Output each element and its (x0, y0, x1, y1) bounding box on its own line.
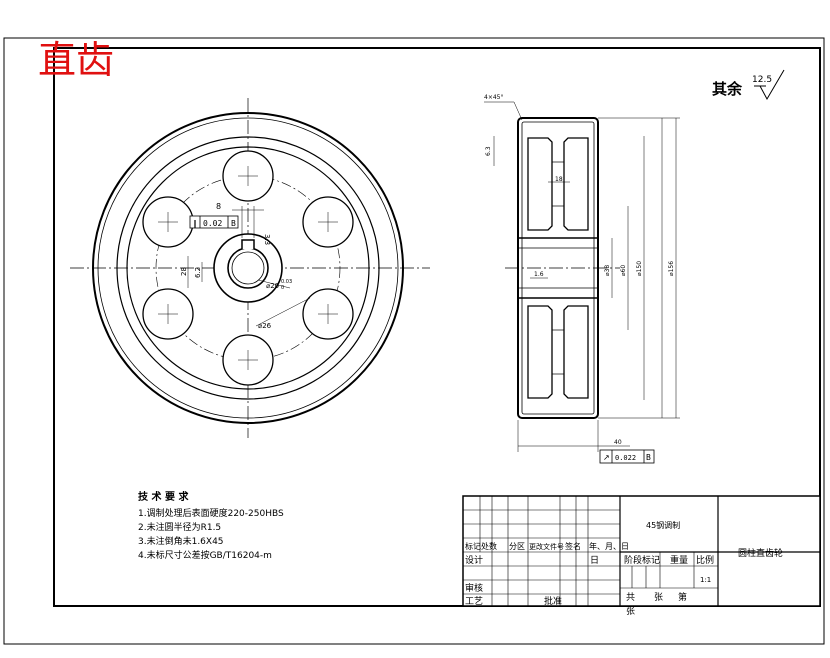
row-extra: 日 (590, 555, 599, 566)
runout-tolerance-frame: ↗ 0.022 B (599, 449, 655, 464)
keyway (241, 239, 255, 249)
sheet-label: 共 (626, 592, 635, 603)
dim-web: 18 (555, 176, 563, 183)
dim-width: 40 (614, 439, 622, 446)
right-label: 重量 (670, 554, 688, 566)
dim-d3: ⌀150 (636, 261, 643, 276)
hdr-col: 标记 (465, 541, 481, 551)
hdr-col: 处数 (481, 541, 497, 551)
dim-bore: ⌀20 (266, 282, 279, 290)
material: 45钢调制 (646, 520, 680, 530)
tech-item: 4.未标尺寸公差按GB/T16204-m (138, 549, 272, 561)
tech-heading: 技 术 要 求 (138, 490, 189, 503)
hdr-col: 签名 (565, 541, 581, 551)
dim-hole-circle: ⌀26 (258, 322, 272, 330)
hdr-col: 分区 (509, 542, 525, 551)
row-extra: 批准 (544, 595, 562, 607)
sheet-label: 张 (626, 606, 635, 617)
dim-d1: ⌀38 (604, 265, 611, 276)
dim-hub-y: 28 (180, 267, 188, 276)
dim-keyway-depth: 3.3 (263, 234, 271, 245)
tech-item: 1.调制处理后表面硬度220-250HBS (138, 507, 284, 519)
right-label: 比例 (696, 554, 714, 566)
roughness-value: 12.5 (752, 75, 772, 85)
surface-roughness-note: 其余 12.5 (712, 69, 785, 101)
sheet-label: 第 (678, 591, 687, 603)
hdr-col: 更改文件号 (529, 542, 564, 551)
title-block: 45钢调制 圆柱直齿轮 标记 处数 分区 更改文件号 签名 年、月、日 设计 审… (462, 495, 821, 617)
surface-note-label: 其余 (712, 80, 743, 98)
tol-datum: B (231, 219, 236, 228)
dim-bore-tol: 0.03 (281, 279, 292, 285)
dim-chamfer-center: 1.6 (534, 271, 544, 278)
outer-frame (3, 37, 825, 645)
tol-runout-datum: B (646, 453, 651, 462)
dim-d2: ⌀60 (620, 265, 627, 276)
dim-keyway-width: 8 (216, 202, 221, 211)
dim-d4: ⌀156 (668, 261, 675, 276)
runout-icon: ↗ (603, 453, 610, 462)
dim-rim: 6.3 (485, 146, 492, 156)
roughness-symbol-icon (759, 69, 785, 101)
row-label: 审核 (465, 582, 483, 594)
tol-runout-value: 0.022 (615, 454, 636, 462)
outer-rim-circle (92, 112, 404, 424)
row-label: 设计 (465, 554, 483, 566)
title-stamp: 直齿 (38, 38, 114, 82)
tech-requirements: 技 术 要 求 1.调制处理后表面硬度220-250HBS 2.未注圆半径为R1… (138, 490, 284, 561)
side-view: 18 4×45° 6.3 1.6 ⌀38 ⌀60 ⌀150 ⌀156 40 (484, 94, 680, 464)
row-label: 工艺 (465, 596, 483, 607)
dim-bore-tol-low: 0 (281, 285, 284, 291)
scale-value: 1:1 (700, 576, 711, 584)
tech-item: 3.未注倒角未1.6X45 (138, 535, 224, 547)
gear-section-outline (517, 117, 599, 419)
right-label: 阶段标记 (624, 554, 660, 566)
dim-chamfer: 4×45° (484, 94, 503, 101)
bore-circle (227, 247, 269, 289)
part-name: 圆柱直齿轮 (738, 547, 783, 559)
inner-frame (53, 47, 821, 607)
front-view: 8 ∥ 0.02 B 3.3 6.2 28 ⌀20 0.03 0 ⌀26 (70, 98, 430, 438)
tol-flatness-value: 0.02 (203, 219, 222, 228)
dim-small: 6.2 (194, 267, 202, 278)
tolerance-frame: ∥ 0.02 B (189, 215, 239, 229)
tech-item: 2.未注圆半径为R1.5 (138, 521, 221, 533)
sheet-label: 张 (654, 592, 663, 603)
parallelism-icon: ∥ (193, 219, 197, 228)
hdr-col: 年、月、日 (589, 541, 629, 551)
